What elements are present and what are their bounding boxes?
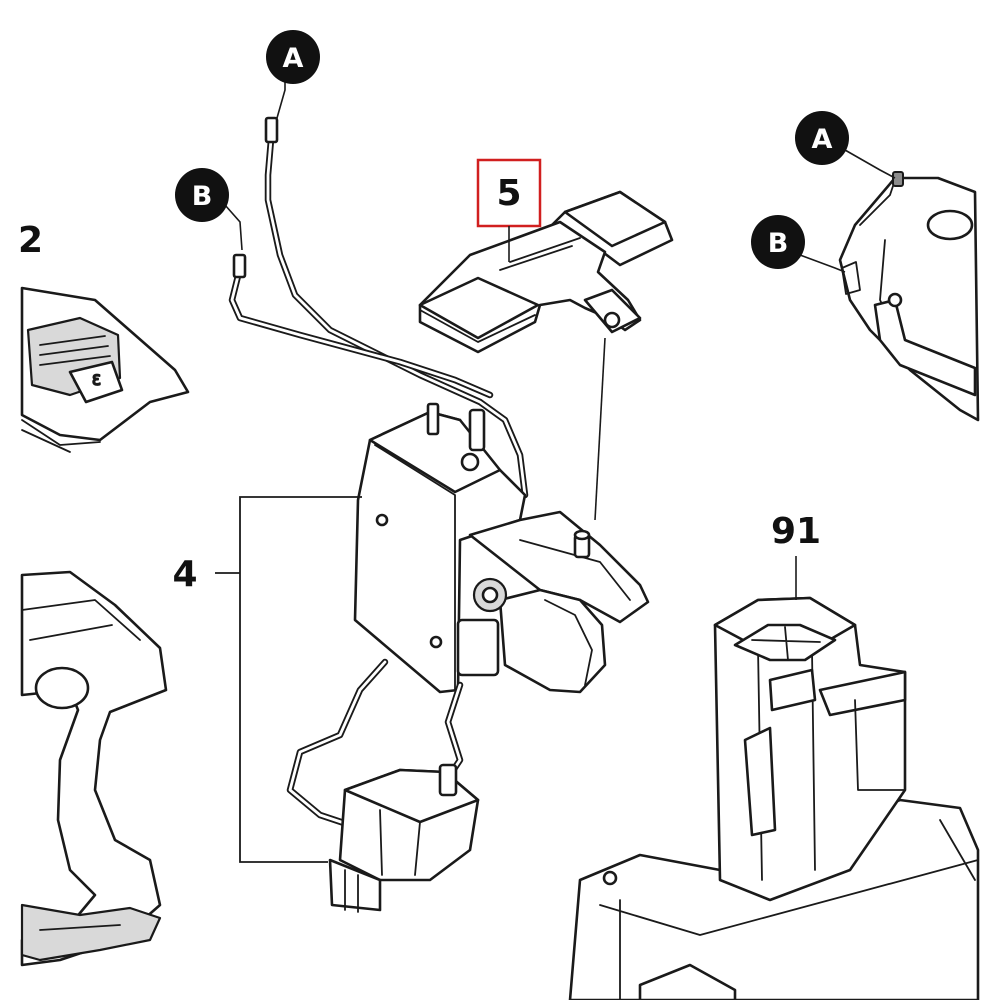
connector-badge-a-top: A [266, 30, 320, 119]
svg-text:Ɛ: Ɛ [92, 373, 101, 389]
part-label-91: 91 [771, 511, 821, 600]
badge-a-right-label: A [812, 124, 833, 155]
battery-pack [568, 596, 980, 1000]
connector-badge-b-right: B [751, 215, 846, 273]
part-label-4: 4 [172, 496, 362, 863]
housing-half-shell [20, 570, 168, 967]
part-number-5: 5 [496, 173, 521, 214]
badge-b-label: B [192, 181, 213, 212]
switch-slider-plate [418, 190, 674, 521]
badge-b-right-label: B [768, 228, 789, 259]
trigger-switch-assembly [286, 402, 650, 913]
part-number-2: 2 [18, 220, 43, 261]
motor-housing [838, 171, 980, 422]
part-number-4: 4 [172, 554, 197, 595]
part-label-2: 2 [18, 220, 43, 261]
wire-a [264, 116, 529, 499]
wire-b [228, 253, 494, 399]
connector-badge-a-right: A [795, 111, 896, 179]
part-number-91: 91 [771, 511, 821, 552]
part-label-5: 5 [476, 158, 542, 262]
housing-part-cutoff: Ɛ [20, 286, 190, 453]
badge-a-label: A [283, 43, 304, 74]
connector-badge-b-left: B [175, 168, 243, 251]
